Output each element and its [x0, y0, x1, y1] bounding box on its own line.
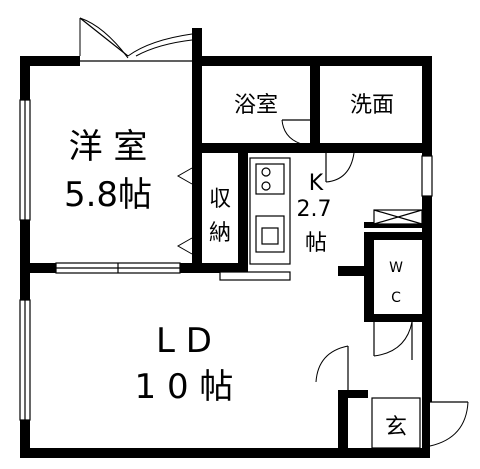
closet-doors [176, 167, 193, 255]
kitchen-counter [219, 157, 291, 281]
toilet-door [373, 321, 413, 360]
kitchen-unit: 帖 [305, 231, 327, 256]
western-room-size: 5.8帖 [64, 175, 152, 215]
ld-size: 1 0 帖 [135, 367, 234, 407]
storage-label-2: 納 [209, 221, 231, 246]
washroom-door [325, 152, 355, 183]
bathroom-name: 浴室 [234, 93, 278, 118]
washroom-name: 洗面 [350, 93, 394, 118]
toilet-label-2: C [391, 290, 401, 306]
ld-entrance-door [315, 345, 349, 390]
kitchen-size: 2.7 [297, 197, 332, 222]
walls [20, 28, 432, 458]
entrance-door [371, 397, 469, 449]
western-room-name: 洋 室 [69, 127, 148, 167]
toilet-label-1: W [389, 260, 403, 276]
entrance-name: 玄 [385, 415, 407, 440]
appliance-space [373, 209, 423, 225]
windows [19, 99, 433, 421]
balcony-door [79, 17, 193, 62]
ld-name: L D [156, 321, 212, 361]
bathroom-door [281, 119, 311, 147]
storage-label-1: 収 [209, 187, 231, 212]
kitchen-letter: K [309, 171, 324, 196]
